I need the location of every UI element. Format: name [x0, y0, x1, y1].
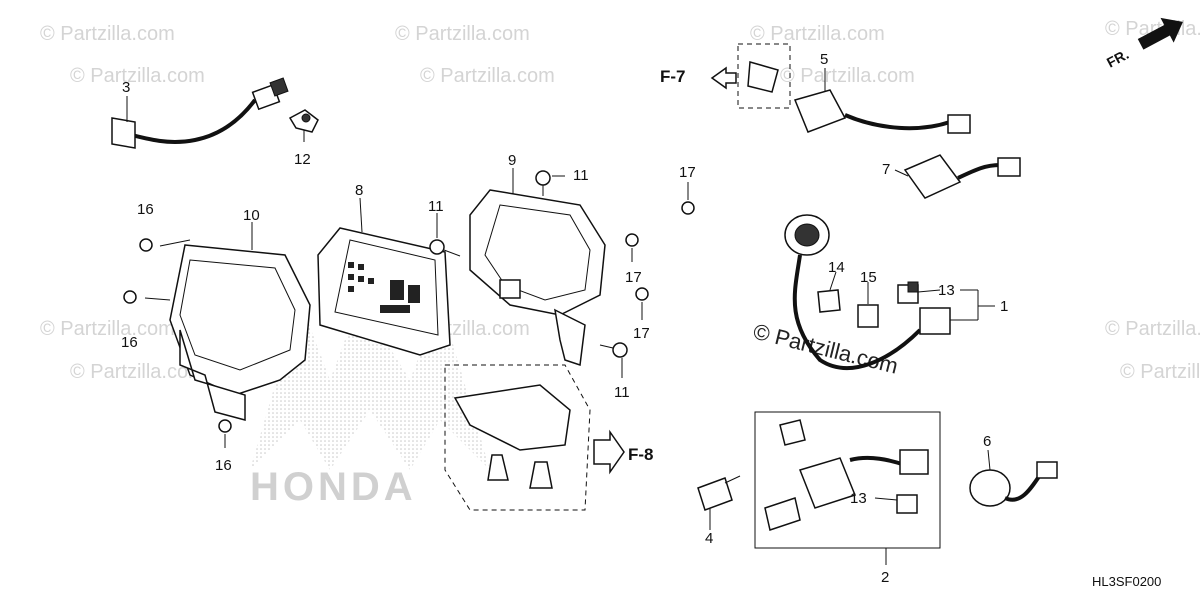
callout-17-bottom: 17	[633, 325, 650, 342]
callout-6: 6	[983, 433, 991, 450]
reference-arrow-icon	[710, 66, 737, 90]
fastener-16-top	[139, 238, 153, 252]
part-6-harness	[969, 461, 1058, 507]
watermark-mid-right-2: © Partzilla.com	[1120, 361, 1200, 383]
part-14-clip	[817, 289, 841, 313]
part-13-connector	[897, 281, 919, 304]
part-3-sensor-harness	[111, 77, 289, 149]
part-9-bracket	[469, 189, 606, 367]
callout-12: 12	[294, 151, 311, 168]
callout-16-bottom: 16	[215, 457, 232, 474]
callout-9: 9	[508, 152, 516, 169]
fastener-11-top	[535, 170, 551, 196]
callout-11-bottom: 11	[614, 384, 630, 401]
watermark-top-center-2: © Partzilla.com	[420, 65, 555, 87]
fastener-17-top	[681, 201, 695, 215]
callout-16-top: 16	[137, 201, 154, 218]
callout-16-mid: 16	[121, 334, 138, 351]
inset-ignition	[754, 411, 941, 549]
drawing-code: HL3SF0200	[1092, 574, 1161, 589]
watermark-top-right: © Partzilla.com	[750, 23, 885, 45]
callout-13-bottom: 13	[850, 490, 867, 507]
part-15-grommet	[857, 304, 879, 328]
direction-label: FR.	[1104, 46, 1131, 71]
callout-2: 2	[881, 569, 889, 586]
part-13b-connector	[896, 494, 918, 514]
part-10-meter-cover	[169, 244, 311, 421]
callout-8: 8	[355, 182, 363, 199]
callout-15: 15	[860, 269, 877, 286]
watermark-top-right-2: © Partzilla.com	[780, 65, 915, 87]
callout-17-mid: 17	[625, 269, 642, 286]
watermark-mid-left: © Partzilla.com	[40, 318, 175, 340]
leader-lines	[126, 68, 995, 565]
watermark-top-left-2: © Partzilla.com	[70, 65, 205, 87]
part-12-clip	[288, 109, 319, 133]
part-2-ignition-switch	[764, 419, 929, 531]
fastener-11-bottom	[599, 342, 628, 358]
reference-arrow-icon-f8	[593, 429, 625, 475]
brand-logo-text: HONDA	[250, 465, 417, 509]
watermark-mid-left-2: © Partzilla.com	[70, 361, 205, 383]
part-5-switch	[793, 89, 971, 134]
part-7-switch	[903, 154, 1021, 199]
direction-arrow-icon	[1137, 17, 1183, 50]
watermark-top-left: © Partzilla.com	[40, 23, 175, 45]
reference-code-f7: F-7	[660, 67, 686, 86]
part-lower-mount	[453, 384, 571, 489]
inset-lower-mount	[444, 364, 591, 511]
watermark-mid-right: © Partzilla.com	[1105, 318, 1200, 340]
callout-11-top: 11	[573, 167, 589, 184]
callout-10: 10	[243, 207, 260, 224]
fastener-16-bottom	[218, 419, 232, 433]
watermark-top-center: © Partzilla.com	[395, 23, 530, 45]
fastener-17-bottom	[635, 287, 649, 301]
callout-11-mid: 11	[428, 198, 444, 215]
callout-5: 5	[820, 51, 828, 68]
callout-4: 4	[705, 530, 713, 547]
reference-code-f8: F-8	[628, 445, 654, 464]
callout-3: 3	[122, 79, 130, 96]
part-8-meter-display	[317, 227, 451, 356]
callout-14: 14	[828, 259, 845, 276]
inset-f7-part	[737, 43, 791, 109]
fastener-17-mid	[625, 233, 639, 247]
fastener-11-mid	[429, 239, 461, 257]
part-f7-bracket	[747, 61, 779, 93]
callout-13-top: 13	[938, 282, 955, 299]
callout-1: 1	[1000, 298, 1008, 315]
callout-7: 7	[882, 161, 890, 178]
fastener-16-mid	[123, 290, 137, 304]
part-1-harness	[784, 214, 951, 370]
part-4-key	[697, 475, 741, 511]
callout-17-top: 17	[679, 164, 696, 181]
